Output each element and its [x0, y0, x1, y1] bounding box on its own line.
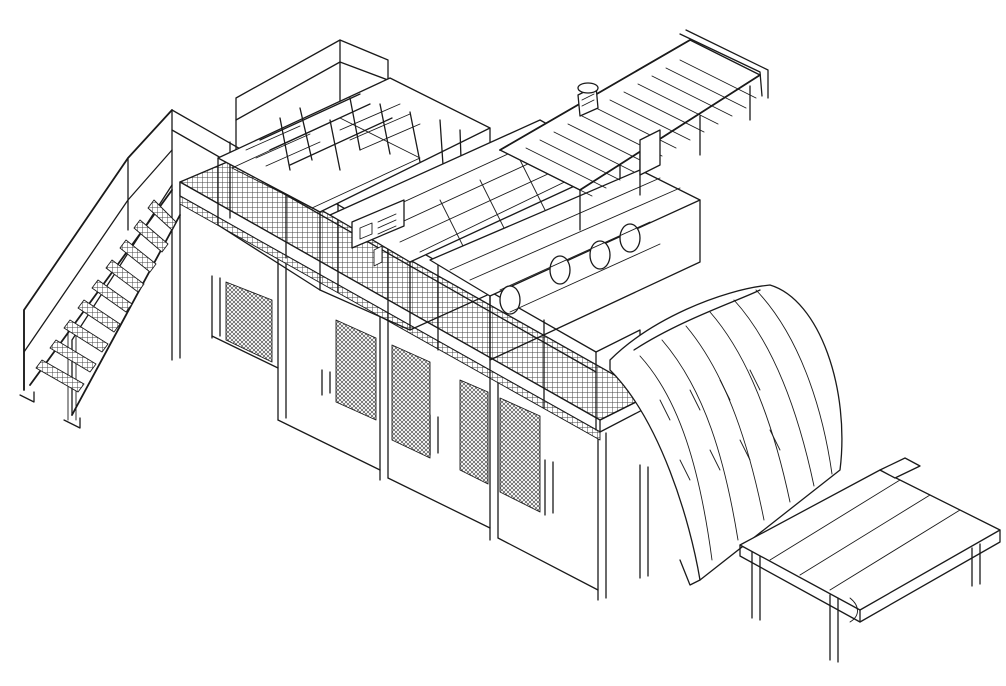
support-legs [171, 181, 649, 601]
outfeed-belt-conveyor [739, 457, 1001, 663]
access-staircase [19, 109, 181, 429]
curved-discharge-chutes [609, 284, 843, 586]
drive-motor [577, 82, 599, 117]
mesh-safety-guard [225, 281, 541, 513]
drive-roller-assembly [499, 221, 661, 315]
control-panel [351, 199, 405, 267]
